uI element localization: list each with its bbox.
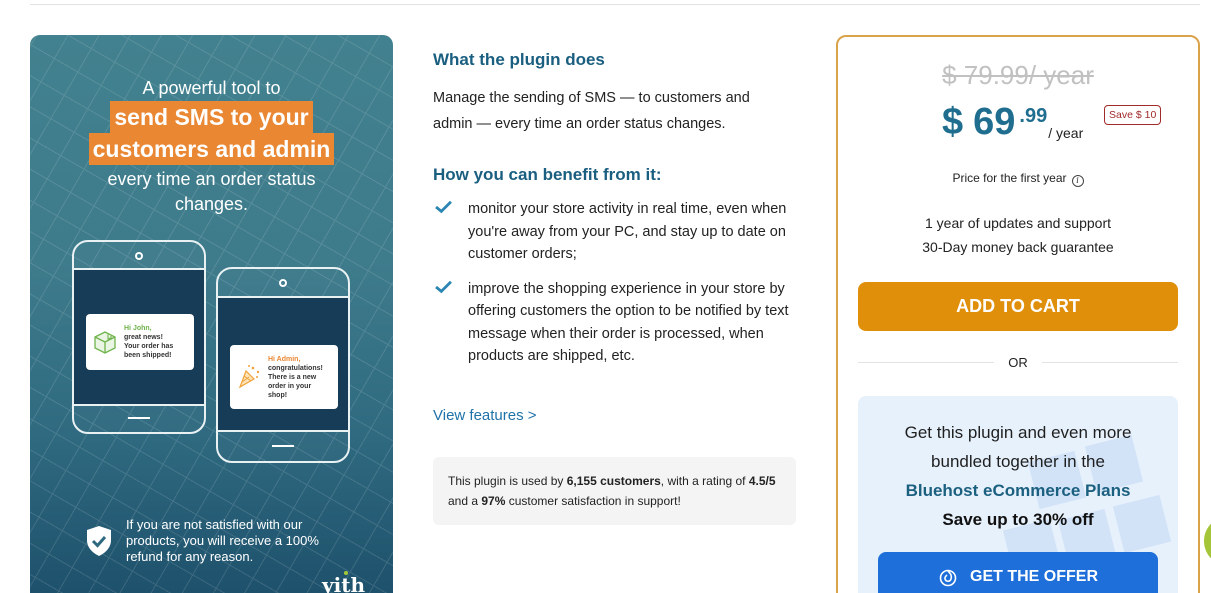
perk-item: 1 year of updates and support [924,215,1112,231]
info-icon[interactable]: i [1071,175,1084,187]
bundle-line-1: Get this plugin and even more [904,423,1132,442]
phone-screen: Hi Admin, congratulations! There is a ne… [218,296,348,432]
price-currency: $ [942,101,964,143]
phone-admin: Hi Admin, congratulations! There is a ne… [216,267,350,463]
save-badge: Save $ 10 [1104,105,1162,125]
price-cents: .99 [1019,105,1048,127]
sms-notification-customer: Hi John, great news! Your order has been… [86,314,194,370]
banner-line-1: A powerful tool to [142,78,281,98]
notification-line: been shipped! [124,352,172,359]
rating-value: 4.5/5 [748,473,776,488]
current-price: $ 69 .99 / year [942,99,1083,145]
perks-list: 1 year of updates and support 30-Day mon… [838,211,1198,259]
first-year-note: Price for the first year i [838,171,1198,187]
top-divider [30,4,1200,5]
stats-text: customer satisfaction in support! [505,493,681,508]
stats-text: This plugin is used by [448,473,567,488]
benefit-item: improve the shopping experience in your … [433,278,803,368]
notification-line: Your order has [124,343,174,350]
satisfaction-value: 97% [481,493,506,508]
notification-line: There is a new [268,373,317,381]
plugin-description: What the plugin does Manage the sending … [433,48,803,525]
view-features-link[interactable]: View features > [433,406,537,424]
or-divider: OR [858,355,1178,370]
get-the-offer-button[interactable]: GET THE OFFER [878,552,1158,593]
notification-line: great news! [124,334,163,341]
notification-line: congratulations! [268,364,323,372]
bundle-savings: Save up to 30% off [942,510,1094,529]
or-label: OR [1008,355,1028,370]
usage-stats-box: This plugin is used by 6,155 customers, … [433,456,796,525]
notification-line: order in your [268,382,312,390]
price-whole: 69 [973,101,1016,143]
checkmark-icon [435,200,452,214]
notification-greeting: Hi John, [124,325,152,332]
benefit-text: monitor your store activity in real time… [468,201,787,262]
banner-line-3a: every time an order status [107,169,316,189]
benefit-item: monitor your store activity in real time… [433,198,803,266]
banner-highlight-1: send SMS to your [110,101,313,133]
yith-logo: yith [322,571,365,593]
guarantee-text: If you are not satisfied with our produc… [126,517,319,564]
party-popper-icon [238,365,260,389]
benefit-title: How you can benefit from it: [433,165,662,184]
divider-line [858,362,995,363]
price-period: / year [1048,125,1084,141]
benefit-text: improve the shopping experience in your … [468,280,789,365]
banner-highlight-2: customers and admin [88,133,335,165]
package-box-icon [94,331,116,354]
what-title: What the plugin does [433,50,605,69]
pricing-card: $ 79.99/ year $ 69 .99 / year Save $ 10 … [836,35,1200,593]
refund-guarantee: If you are not satisfied with our produc… [86,517,341,565]
divider-line [1041,362,1178,363]
phone-home-bar [272,445,294,447]
checkmark-icon [435,280,452,293]
notification-line: shop! [268,391,288,399]
original-price: $ 79.99/ year [942,60,1094,90]
banner-headline: A powerful tool to send SMS to your cust… [30,77,393,217]
phone-camera-icon [279,279,287,287]
stats-text: and a [448,493,482,508]
bundle-line-2: bundled together in the [931,452,1105,471]
add-to-cart-button[interactable]: ADD TO CART [858,282,1178,331]
phone-home-bar [128,417,150,419]
flame-icon [939,569,957,587]
first-year-text: Price for the first year [952,171,1067,185]
sms-notification-admin: Hi Admin, congratulations! There is a ne… [230,345,338,409]
stats-text: , with a rating of [660,473,749,488]
perk-item: 30-Day money back guarantee [922,239,1114,255]
bundle-brand: Bluehost eCommerce Plans [905,481,1131,500]
phone-screen: Hi John, great news! Your order has been… [74,268,204,406]
phone-camera-icon [135,252,143,260]
benefits-list: monitor your store activity in real time… [433,198,803,368]
offer-button-label: GET THE OFFER [970,568,1098,585]
shield-check-icon [87,526,111,556]
product-banner-image: A powerful tool to send SMS to your cust… [30,35,393,593]
what-description: Manage the sending of SMS — to customers… [433,90,750,132]
chat-widget-button[interactable] [1204,516,1211,566]
banner-line-3b: changes. [174,194,249,214]
notification-greeting: Hi Admin, [268,355,301,363]
phone-customer: Hi John, great news! Your order has been… [72,240,206,434]
customer-count: 6,155 customers [566,473,661,488]
bluehost-bundle-offer: Get this plugin and even more bundled to… [858,396,1178,593]
